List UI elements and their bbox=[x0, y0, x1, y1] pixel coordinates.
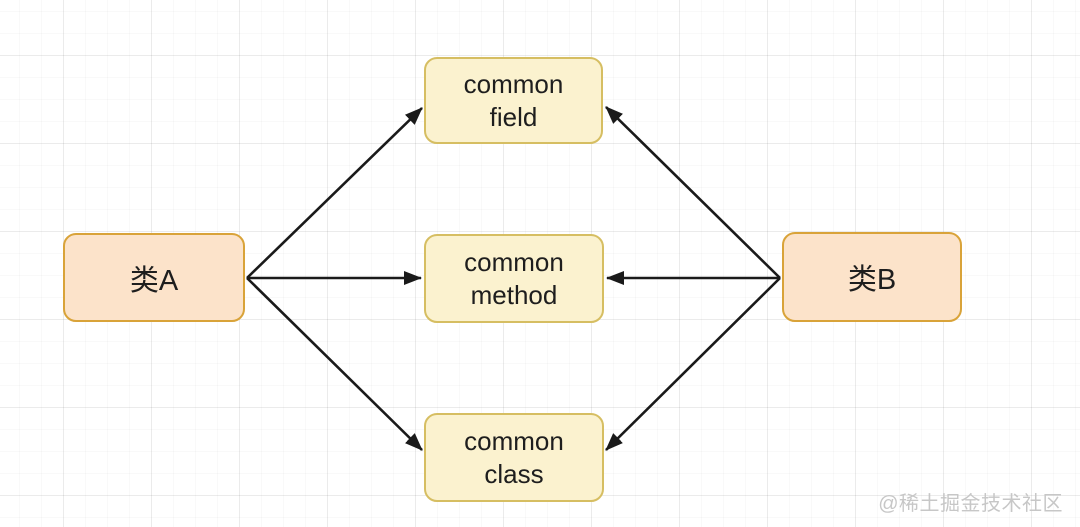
node-common-field-label: common field bbox=[463, 68, 564, 132]
node-common-class: common class bbox=[424, 413, 604, 502]
edge-class-b-to-common-class bbox=[605, 277, 781, 451]
node-class-b: 类B bbox=[782, 232, 962, 322]
edge-class-a-to-common-class bbox=[246, 277, 423, 451]
edge-class-a-to-common-field bbox=[246, 107, 423, 279]
node-common-class-label: common class bbox=[464, 425, 564, 489]
node-class-a-label: 类A bbox=[129, 264, 179, 297]
node-common-method: common method bbox=[424, 234, 604, 323]
node-common-field: common field bbox=[424, 57, 603, 144]
watermark: @稀土掘金技术社区 bbox=[878, 493, 1063, 515]
node-class-a: 类A bbox=[63, 233, 245, 322]
edge-class-b-to-common-field bbox=[605, 106, 781, 279]
node-common-method-label: common method bbox=[464, 246, 564, 310]
node-class-b-label: 类B bbox=[847, 264, 897, 296]
